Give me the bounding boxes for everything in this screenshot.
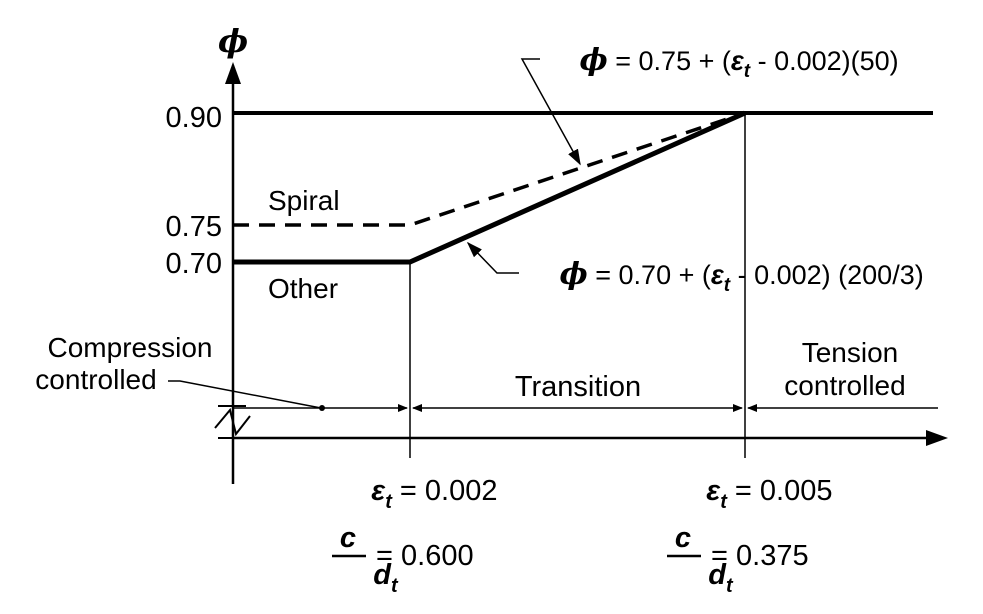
compression-controlled-label: Compression [48,332,213,363]
upper-equation: ϕ = 0.75 + (εt - 0.002)(50) [542,43,921,82]
left-strain-value: = 0.002 [392,475,498,507]
strain-axis-arrowhead [926,430,948,446]
right-strain-epsilon: ε [706,475,721,507]
spiral-label: Spiral [268,185,340,216]
right-ratio-d: d [708,559,727,591]
upper-equation-epsilon: ε [731,46,745,76]
left-strain-epsilon-sub: t [385,491,393,513]
right-strain-label: εt = 0.005 [666,475,857,513]
right-ratio-numerator: c [675,522,691,554]
tick-label-0-70: 0.70 [166,248,222,280]
lower-equation-pre: = 0.70 + ( [588,260,711,290]
lower-equation-leader [466,241,519,274]
left-strain-epsilon: ε [371,475,386,507]
phi-axis-arrowhead [225,62,241,84]
upper-equation-leader [520,58,581,166]
lower-equation: ϕ = 0.70 + (εt - 0.002) (200/3) [522,257,946,296]
tension-controlled-label: Tension [802,337,899,368]
tension-controlled-label-2: controlled [784,370,905,401]
right-ratio-d-sub: t [726,575,734,597]
left-ratio-value: = 0.600 [368,540,474,572]
left-ratio-denominator: dt [333,559,422,599]
phi-axis-label: ϕ [218,22,248,60]
right-ratio-value: = 0.375 [703,540,809,572]
left-ratio-d-sub: t [391,575,399,597]
compression-controlled-label-2: controlled [35,364,156,395]
left-ratio-d: d [373,559,392,591]
upper-equation-epsilon-sub: t [744,61,751,82]
left-strain-label: εt = 0.002 [331,475,522,513]
tick-label-0-90: 0.90 [166,102,222,134]
lower-equation-post: - 0.002) (200/3) [730,260,924,290]
lower-equation-epsilon-sub: t [724,275,731,296]
right-ratio-denominator: dt [668,559,757,599]
compression-leader [168,380,322,409]
right-strain-value: = 0.005 [727,475,833,507]
upper-equation-pre: = 0.75 + ( [608,46,731,76]
tick-label-0-75: 0.75 [166,211,222,243]
right-strain-epsilon-sub: t [720,491,728,513]
upper-equation-post: - 0.002)(50) [750,46,899,76]
transition-label: Transition [515,371,641,403]
left-ratio-numerator: c [340,522,356,554]
spiral-curve [233,111,746,227]
lower-equation-epsilon: ε [711,260,725,290]
other-label: Other [268,273,338,304]
upper-equation-phi: ϕ [580,43,608,78]
lower-equation-phi: ϕ [560,257,588,292]
axis-break-symbol [214,405,251,439]
